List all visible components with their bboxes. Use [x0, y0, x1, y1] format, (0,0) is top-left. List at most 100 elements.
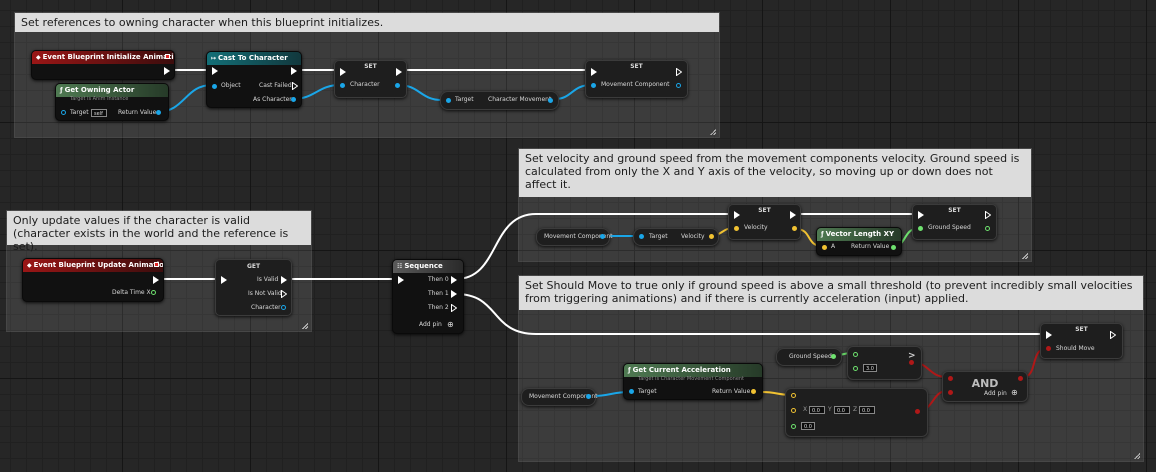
- z-value[interactable]: 0.0: [859, 406, 875, 414]
- return-pin[interactable]: [156, 110, 161, 115]
- should-move-pin[interactable]: [1046, 346, 1051, 351]
- movement-component-pin[interactable]: [586, 394, 591, 399]
- exec-in-pin[interactable]: [918, 211, 924, 219]
- threshold-value[interactable]: 3.0: [863, 364, 877, 372]
- b-pin[interactable]: [853, 366, 858, 371]
- movement-component-var-node-2[interactable]: Movement Component: [521, 388, 598, 406]
- exec-out-pin[interactable]: [790, 211, 796, 219]
- return-pin[interactable]: [751, 389, 756, 394]
- exec-out-hollow-icon[interactable]: [985, 211, 991, 219]
- comment-move[interactable]: Set Should Move to true only if ground s…: [518, 275, 1144, 462]
- character-out-pin[interactable]: [395, 83, 400, 88]
- exec-in-pin[interactable]: [398, 276, 404, 284]
- set-movement-component-node[interactable]: SET Movement Component: [585, 60, 688, 98]
- exec-out-pin[interactable]: [396, 68, 402, 76]
- character-movement-pin[interactable]: [548, 98, 553, 103]
- x-value[interactable]: 0.0: [809, 406, 825, 414]
- exec-out-pin[interactable]: [153, 276, 159, 284]
- close-icon[interactable]: [165, 54, 170, 59]
- target-value[interactable]: self: [91, 109, 107, 117]
- character-pin[interactable]: [281, 305, 286, 310]
- function-icon: ƒ: [628, 367, 631, 374]
- exec-out-pin[interactable]: [164, 67, 170, 75]
- resize-grip-icon[interactable]: [710, 129, 716, 135]
- set-ground-speed-node[interactable]: SET Ground Speed: [912, 204, 997, 240]
- b-pin[interactable]: [948, 390, 953, 395]
- exec-in-pin[interactable]: [591, 68, 597, 76]
- resize-grip-icon[interactable]: [302, 323, 308, 329]
- get-velocity-node[interactable]: Target Velocity: [633, 228, 719, 246]
- a-pin[interactable]: [822, 245, 827, 250]
- get-character-isvalid-node[interactable]: GET Is Valid Is Not Valid Character: [215, 259, 292, 316]
- target-pin[interactable]: [629, 389, 634, 394]
- cast-to-character-node[interactable]: ↦Cast To Character Object Cast Failed As…: [206, 51, 302, 108]
- result-pin[interactable]: [909, 360, 914, 365]
- set-should-move-node[interactable]: SET Should Move: [1040, 323, 1123, 359]
- velocity-pin[interactable]: [709, 234, 714, 239]
- event-initialize-animation-node[interactable]: ◆Event Blueprint Initialize Animation: [31, 50, 175, 80]
- tolerance-pin[interactable]: [791, 424, 796, 429]
- add-pin-icon[interactable]: ⊕: [447, 320, 454, 329]
- event-update-animation-node[interactable]: ◆Event Blueprint Update Animation Delta …: [22, 258, 164, 302]
- add-pin-label[interactable]: Add pin: [984, 390, 1007, 397]
- is-valid-exec-pin[interactable]: [281, 276, 287, 284]
- result-pin[interactable]: [915, 409, 920, 414]
- add-pin-label[interactable]: Add pin: [419, 321, 442, 328]
- ground-speed-in-pin[interactable]: [918, 226, 923, 231]
- movement-component-pin[interactable]: [600, 234, 605, 239]
- result-pin[interactable]: [1018, 376, 1023, 381]
- character-in-pin[interactable]: [340, 83, 345, 88]
- then-2-hollow-icon[interactable]: [451, 304, 457, 312]
- set-velocity-node[interactable]: SET Velocity: [728, 204, 801, 240]
- sequence-node[interactable]: ☷Sequence Then 0 Then 1 Then 2 Add pin ⊕: [392, 259, 464, 334]
- is-not-valid-exec-icon[interactable]: [281, 290, 287, 298]
- exec-in-pin[interactable]: [1046, 331, 1052, 339]
- movement-component-var-node[interactable]: Movement Component: [536, 228, 613, 246]
- add-pin-icon[interactable]: ⊕: [1011, 388, 1018, 397]
- movement-component-out-pin[interactable]: [676, 83, 681, 88]
- resize-grip-icon[interactable]: [1022, 253, 1028, 259]
- target-pin[interactable]: [61, 110, 66, 115]
- then-0-pin[interactable]: [451, 276, 457, 284]
- velocity-label: Velocity: [744, 224, 768, 231]
- and-boolean-node[interactable]: AND Add pin ⊕: [942, 371, 1028, 402]
- velocity-out-pin[interactable]: [792, 226, 797, 231]
- return-label: Return Value: [851, 243, 890, 250]
- object-pin[interactable]: [212, 84, 217, 89]
- set-character-node[interactable]: SET Character: [334, 60, 407, 98]
- close-icon[interactable]: [154, 262, 159, 267]
- movement-component-in-pin[interactable]: [591, 83, 596, 88]
- ground-speed-out-pin[interactable]: [985, 226, 990, 231]
- exec-in-pin[interactable]: [340, 68, 346, 76]
- delta-time-pin[interactable]: [151, 290, 156, 295]
- ground-speed-var-node[interactable]: Ground Speed: [776, 348, 842, 366]
- not-equal-vector-node[interactable]: X 0.0 Y 0.0 Z 0.0 0.0: [785, 388, 928, 437]
- exec-out-pin[interactable]: [291, 67, 297, 75]
- greater-than-node[interactable]: 3.0 >: [847, 346, 922, 380]
- comment-velocity[interactable]: Set velocity and ground speed from the m…: [518, 148, 1032, 262]
- ground-speed-pin[interactable]: [831, 354, 836, 359]
- exec-out-hollow-icon[interactable]: [1110, 331, 1116, 339]
- a-pin[interactable]: [948, 376, 953, 381]
- as-character-pin[interactable]: [291, 97, 296, 102]
- a-pin[interactable]: [791, 393, 796, 398]
- target-pin[interactable]: [446, 98, 451, 103]
- return-pin[interactable]: [891, 245, 896, 250]
- resize-grip-icon[interactable]: [1134, 453, 1140, 459]
- velocity-in-pin[interactable]: [734, 226, 739, 231]
- y-value[interactable]: 0.0: [834, 406, 850, 414]
- a-pin[interactable]: [853, 352, 858, 357]
- exec-out-hollow-icon[interactable]: [292, 82, 298, 90]
- exec-in-pin[interactable]: [212, 67, 218, 75]
- exec-in-pin[interactable]: [221, 276, 227, 284]
- tolerance-value[interactable]: 0.0: [801, 422, 815, 430]
- get-character-movement-node[interactable]: Target Character Movement: [440, 91, 559, 110]
- target-pin[interactable]: [639, 234, 644, 239]
- b-pin[interactable]: [791, 408, 796, 413]
- exec-out-hollow-icon[interactable]: [676, 68, 682, 76]
- then-1-pin[interactable]: [451, 290, 457, 298]
- exec-in-pin[interactable]: [734, 211, 740, 219]
